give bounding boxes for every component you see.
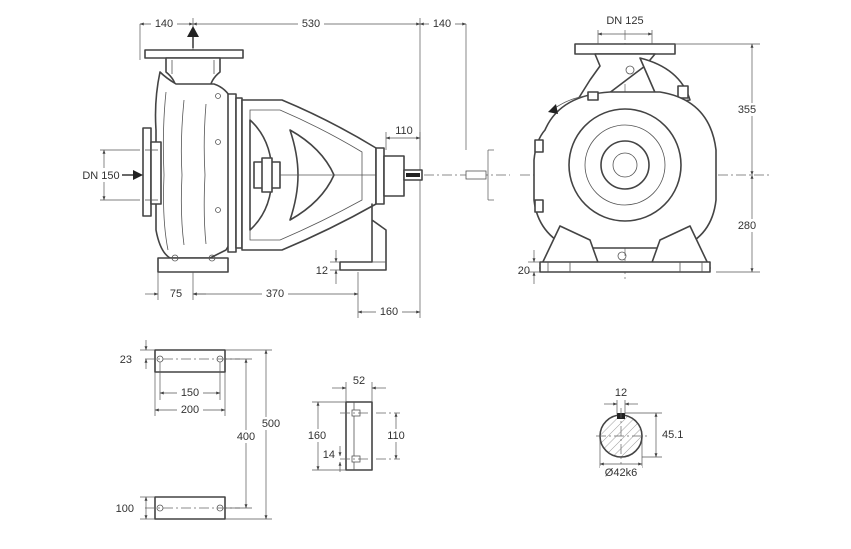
- shaft-length-dimension: 110: [385, 125, 421, 150]
- dim-inner-150: 150: [181, 387, 199, 399]
- upper-foot-plate: [154, 349, 226, 373]
- foot-thickness-dimension: 20: [518, 250, 540, 284]
- dim-foot-12: 12: [316, 265, 328, 277]
- dim-bracket-width-52: 52: [353, 375, 365, 387]
- side-view: 140 530 140: [80, 17, 510, 318]
- bottom-dimension-chain: 75 370 160: [145, 272, 421, 318]
- dim-hole-size-14: 14: [323, 449, 335, 461]
- dim-top-530: 530: [302, 18, 320, 30]
- label-dn150: DN 150: [82, 170, 119, 182]
- front-view: DN 125 355 280 20: [518, 15, 770, 284]
- dim-key-height-45-1: 45.1: [662, 429, 683, 441]
- dim-bracket-height-160: 160: [308, 430, 326, 442]
- dim-key-width-12: 12: [615, 387, 627, 399]
- bracket-foot-detail: 52 160 110 14: [303, 375, 410, 472]
- dim-hole-offset-23: 23: [120, 354, 132, 366]
- dim-top-140-right: 140: [433, 18, 451, 30]
- dim-hole-spacing-110: 110: [387, 430, 405, 442]
- label-dn125: DN 125: [606, 15, 643, 27]
- height-dimensions: 355 280: [660, 43, 760, 273]
- dim-height-355: 355: [738, 104, 756, 116]
- discharge-dimension: DN 125: [597, 15, 653, 44]
- dim-foot-20: 20: [518, 265, 530, 277]
- suction-dimension: DN 150: [80, 149, 140, 201]
- top-dimension-chain: 140 530 140: [139, 17, 467, 300]
- dim-shaft-diameter: Ø42k6: [605, 467, 637, 479]
- shaft-section: 12 45.1 Ø42k6: [596, 387, 686, 480]
- dim-top-140-left: 140: [155, 18, 173, 30]
- pump-casing: [122, 26, 244, 273]
- dim-outer-200: 200: [181, 404, 199, 416]
- dim-height-280: 280: [738, 220, 756, 232]
- dim-spacing-400: 400: [237, 431, 255, 443]
- dim-spacing-500: 500: [262, 418, 280, 430]
- dim-shaft-110: 110: [395, 125, 413, 137]
- dim-bottom-160: 160: [380, 306, 398, 318]
- dim-bottom-370: 370: [266, 288, 284, 300]
- foot-plan: 23 150 200 400 500 100: [116, 340, 286, 520]
- foot-height-dimension: 12: [316, 250, 340, 284]
- dim-foot-depth-100: 100: [116, 503, 134, 515]
- dim-bottom-75: 75: [170, 288, 182, 300]
- bearing-bracket: [241, 99, 494, 271]
